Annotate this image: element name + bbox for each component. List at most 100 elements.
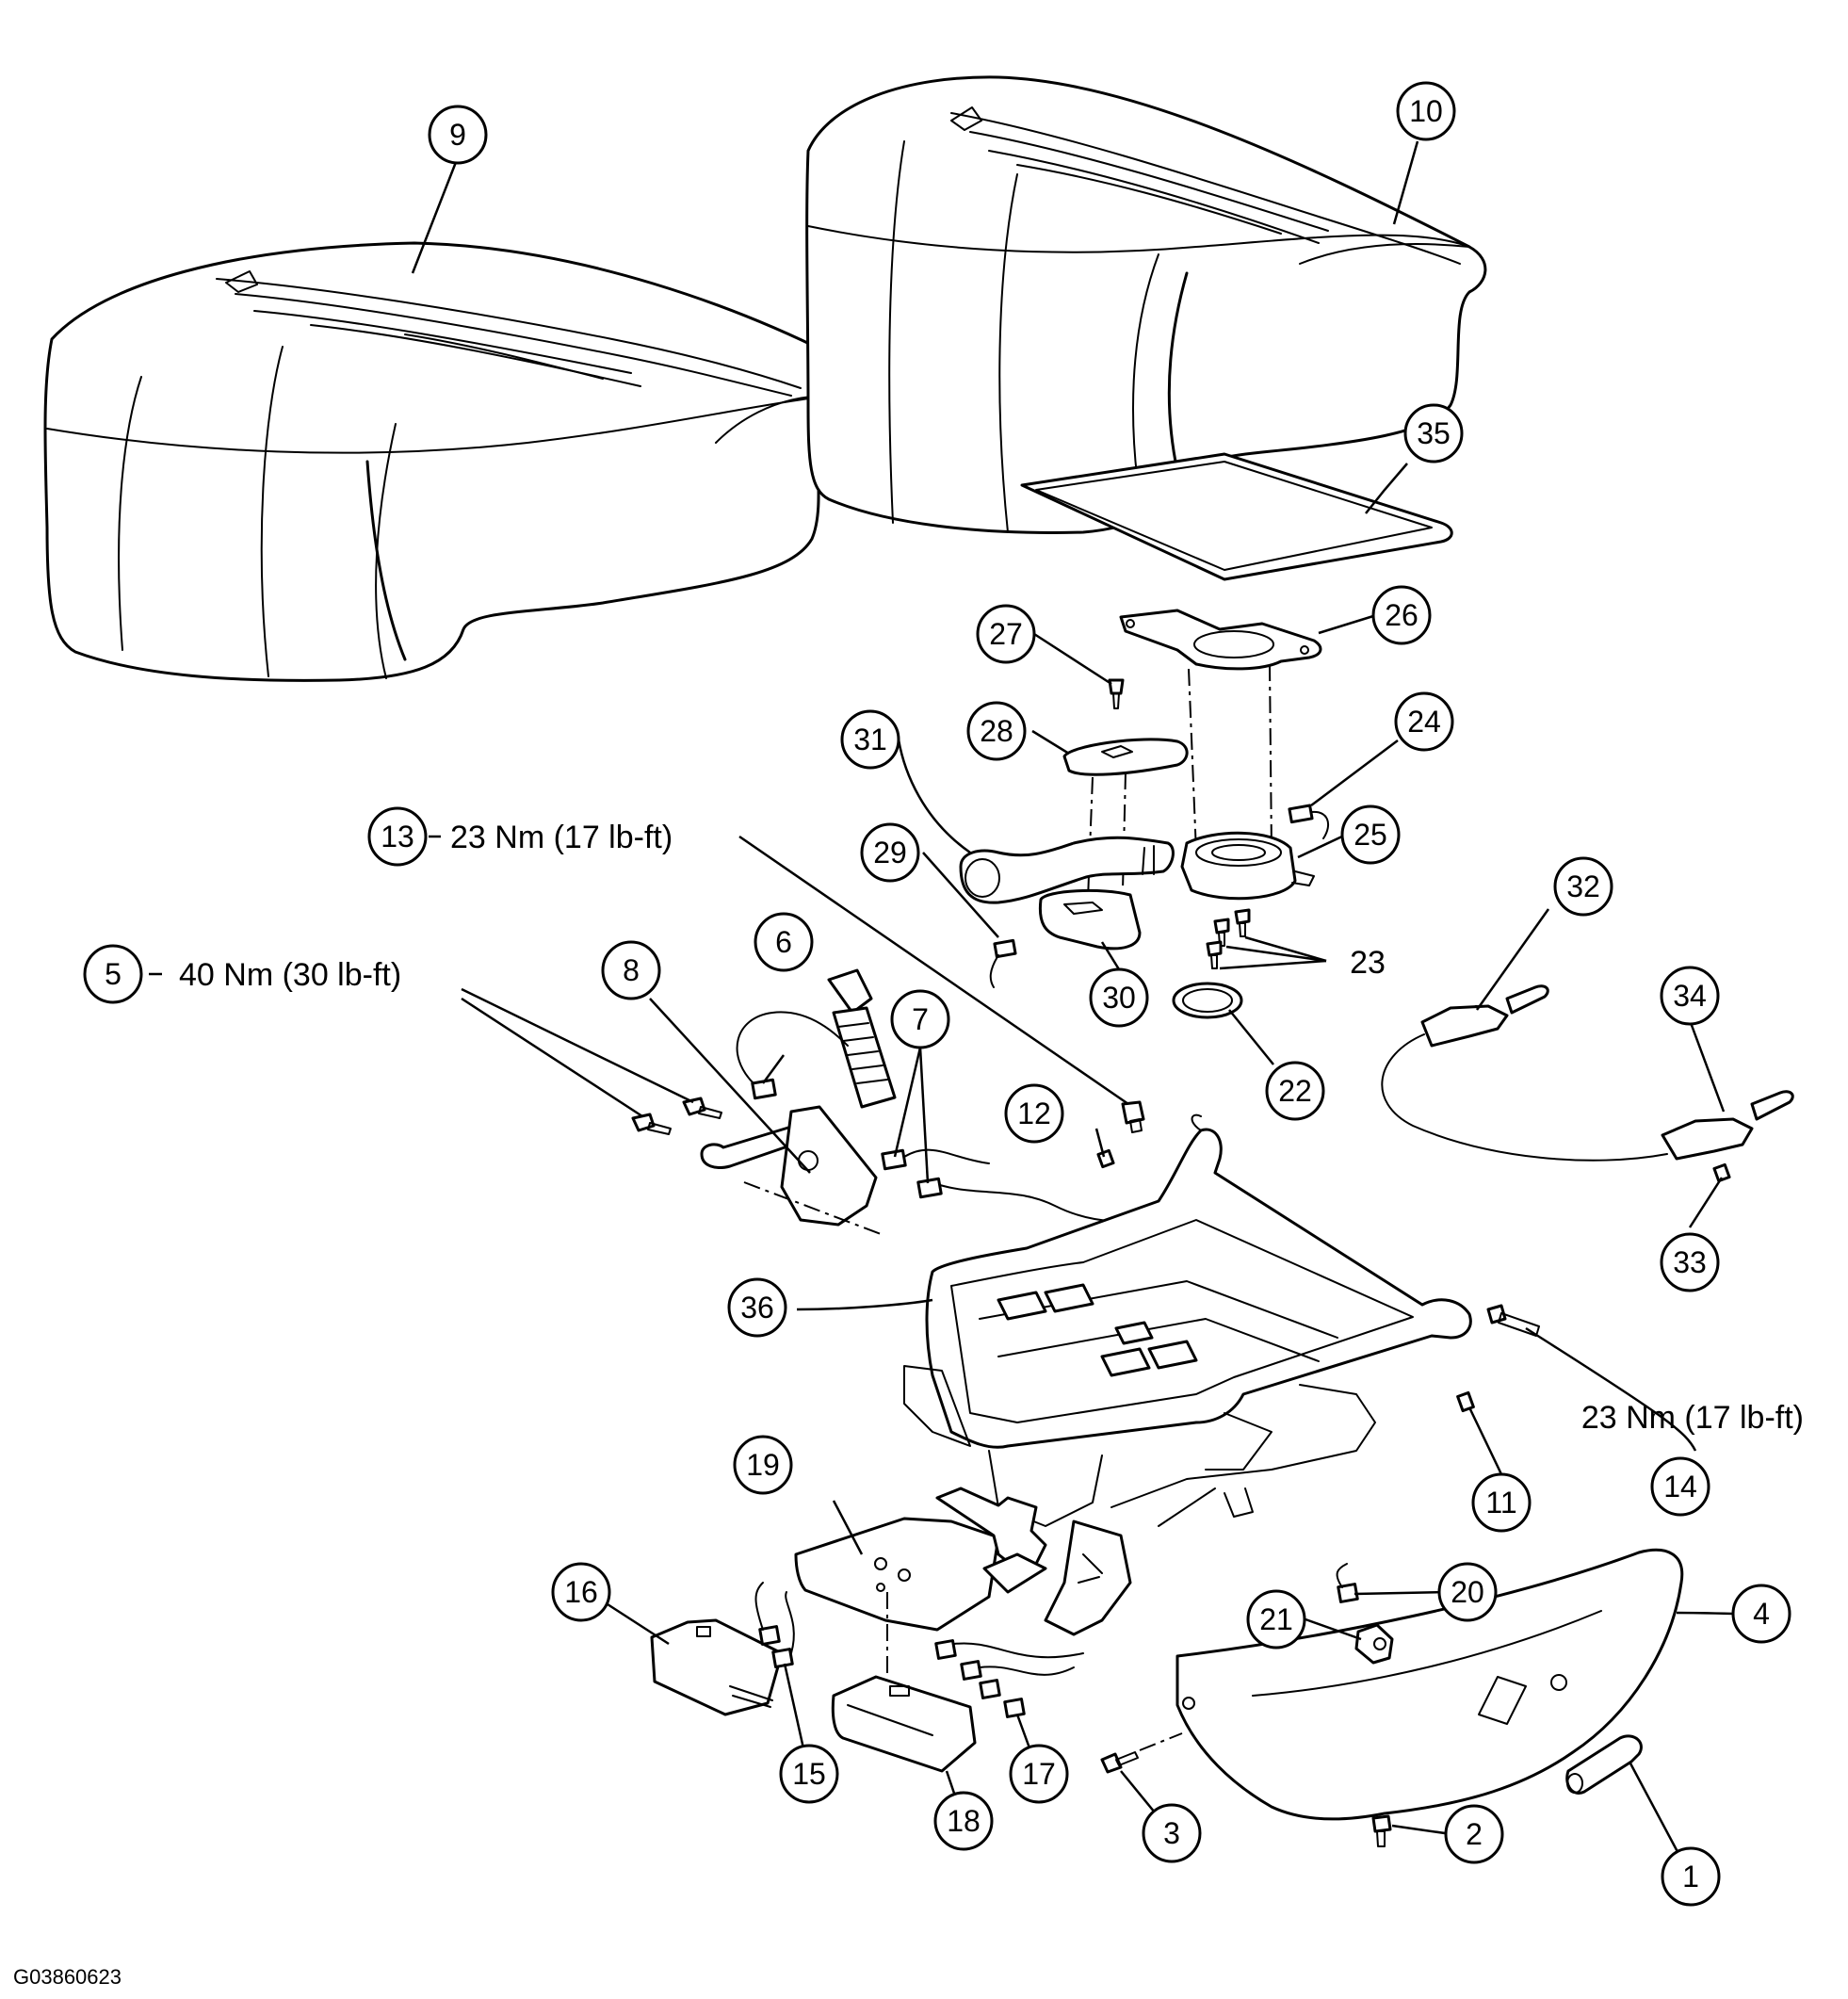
figure-id: G03860623 [13,1965,122,1989]
svg-text:1: 1 [1682,1860,1699,1893]
part-4-side-shield [1175,1548,1684,1821]
svg-text:4: 4 [1753,1597,1770,1631]
part-26-bracket [1119,609,1322,853]
part-16-module [650,1618,784,1716]
callout-24: 24 [1394,691,1454,752]
part-5-bolts [631,1097,722,1135]
callout-26: 26 [1371,585,1432,645]
callout-3: 3 [1142,1803,1202,1863]
callout-30: 30 [1089,967,1149,1028]
callout-17: 17 [1009,1744,1069,1804]
part-6-connector [736,1011,849,1100]
part-7-connectors [881,1148,1178,1223]
part-13-bolt [1121,1100,1145,1133]
svg-text:29: 29 [873,836,907,869]
svg-text:17: 17 [1022,1757,1056,1791]
part-15-connectors [754,1582,795,1668]
callout-18: 18 [933,1791,994,1851]
callout-35: 35 [1403,403,1464,463]
callout-36: 36 [727,1277,787,1338]
callout-13: 13 [367,806,428,867]
callout-33: 33 [1660,1232,1720,1292]
callout-21: 21 [1246,1589,1306,1650]
svg-text:28: 28 [980,714,1013,748]
callout-34: 34 [1660,966,1720,1026]
svg-text:16: 16 [564,1575,598,1609]
callout-14: 14 [1650,1456,1710,1517]
svg-text:3: 3 [1163,1816,1180,1850]
part-8-buckle-anchor [700,1105,882,1235]
svg-text:20: 20 [1451,1575,1484,1609]
svg-text:10: 10 [1409,94,1443,128]
part-10-seat-cushion [805,75,1487,534]
part-31-air-duct [959,836,1175,904]
callout-19: 19 [733,1435,793,1495]
callout-4: 4 [1731,1584,1791,1644]
svg-text:21: 21 [1259,1602,1293,1636]
callout-10: 10 [1396,81,1456,141]
part-19-module-bracket [794,1487,1047,1677]
callout-25: 25 [1340,804,1401,865]
callout-32: 32 [1553,856,1613,917]
callout-15: 15 [779,1744,839,1804]
svg-text:18: 18 [947,1804,981,1838]
svg-text:13: 13 [381,820,414,853]
callout-7: 7 [890,989,950,1049]
svg-text:30: 30 [1102,981,1136,1015]
svg-text:25: 25 [1354,818,1387,852]
callout-2: 2 [1444,1804,1504,1864]
part-25-blower [1180,831,1315,901]
torque-spec-5: 40 Nm (30 lb-ft) [179,957,401,993]
svg-text:23: 23 [1350,945,1386,981]
part-27-screw [1108,678,1125,709]
part-21-switch [1354,1623,1394,1665]
svg-text:14: 14 [1663,1470,1697,1503]
svg-text:22: 22 [1278,1074,1312,1108]
svg-text:34: 34 [1673,979,1707,1013]
svg-text:24: 24 [1407,705,1441,739]
svg-text:6: 6 [775,925,792,959]
callout-9: 9 [428,105,488,165]
callout-20: 20 [1437,1562,1498,1622]
callout-22: 22 [1265,1061,1325,1121]
part-12-pin [1096,1148,1115,1169]
svg-text:2: 2 [1466,1817,1483,1851]
callout-1: 1 [1661,1846,1721,1907]
callout-11: 11 [1471,1472,1532,1533]
part-29-connector [989,938,1017,988]
part-33-clip [1712,1162,1731,1183]
svg-text:32: 32 [1566,869,1600,903]
svg-text:27: 27 [989,617,1023,651]
callout-8: 8 [601,940,661,1000]
svg-text:19: 19 [746,1448,780,1482]
part-18-module [831,1675,977,1773]
part-1-handle [1565,1734,1643,1795]
part-2-screw [1371,1814,1392,1847]
svg-text:35: 35 [1417,416,1451,450]
svg-text:26: 26 [1385,598,1418,632]
svg-text:33: 33 [1673,1245,1707,1279]
part-9-seat-cushion [43,241,849,682]
callout-16: 16 [551,1562,611,1622]
torque-spec-14: 23 Nm (17 lb-ft) [1581,1400,1804,1436]
part-34-lever-cable [1381,984,1794,1162]
callout-29: 29 [860,822,920,883]
callout-23: 23 [1350,945,1386,981]
callout-28: 28 [966,701,1027,761]
part-17-connectors [934,1639,1084,1718]
part-24-connector [1288,804,1330,839]
part-30-blower-housing [1038,888,1142,951]
part-23-screws [1206,908,1251,969]
svg-text:5: 5 [105,957,122,991]
svg-text:11: 11 [1485,1486,1516,1520]
svg-text:15: 15 [792,1757,826,1791]
callout-6: 6 [754,912,814,972]
callout-27: 27 [976,604,1036,664]
part-20-connector [1336,1563,1359,1603]
svg-text:9: 9 [449,118,466,152]
part-22-gasket [1172,982,1243,1019]
part-36-seat-frame [903,1113,1472,1636]
svg-text:12: 12 [1017,1097,1051,1130]
part-35-heater-mat [1020,452,1453,581]
